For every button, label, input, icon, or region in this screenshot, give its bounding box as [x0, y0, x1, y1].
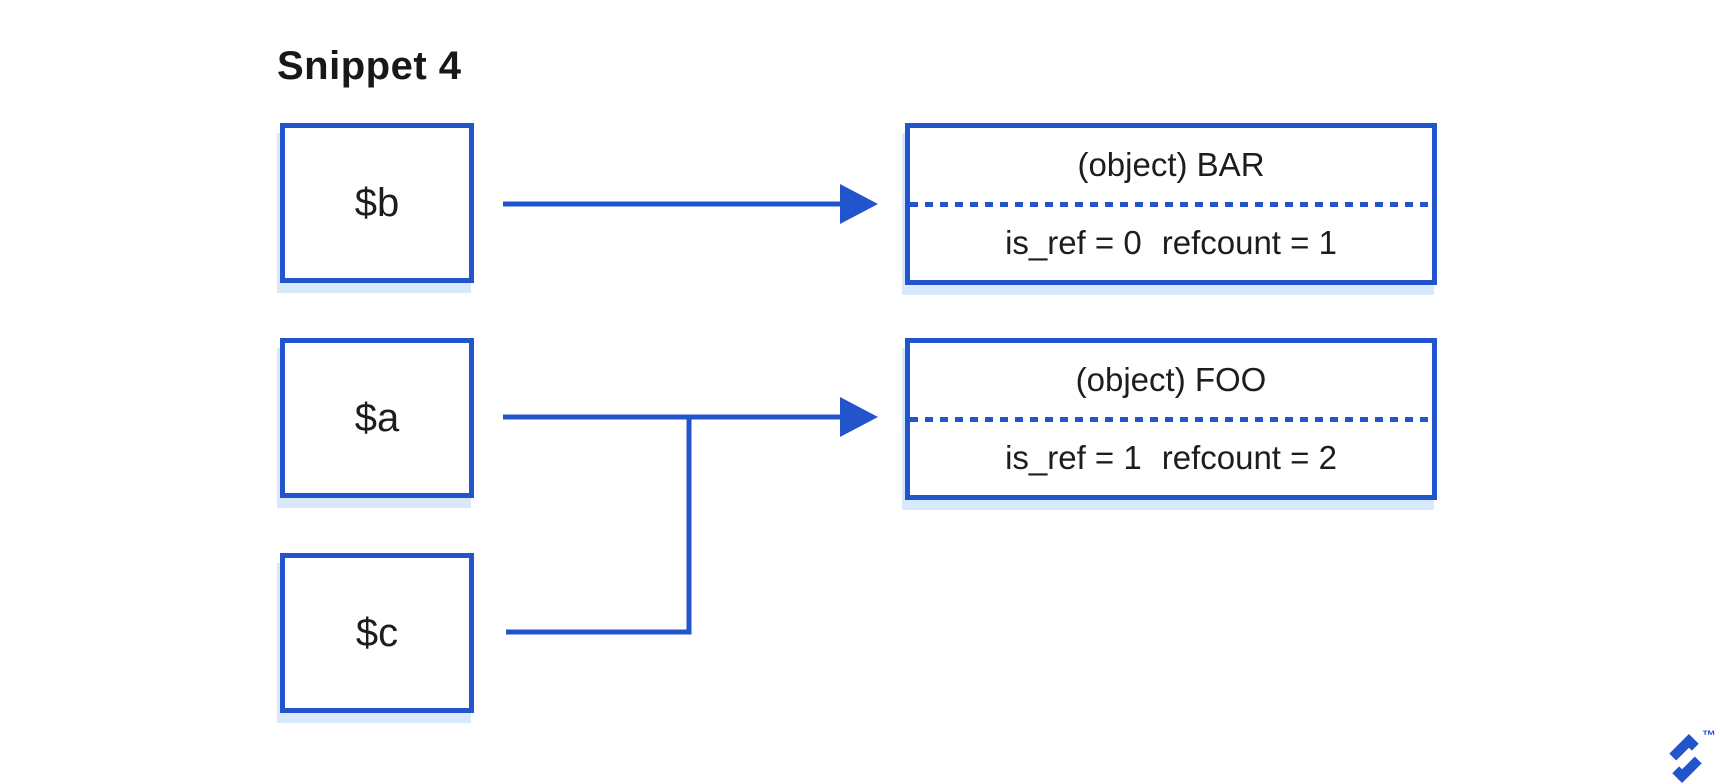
var-box-a: $a [280, 338, 474, 498]
object-title-foo: (object) FOO [1075, 360, 1267, 398]
object-fields-bar: is_ref = 0 refcount = 1 [910, 207, 1432, 281]
var-box-b: $b [280, 123, 474, 283]
object-title-bar: (object) BAR [1077, 145, 1265, 183]
var-label-c: $c [355, 610, 399, 655]
toptal-logo-icon [1669, 733, 1702, 784]
var-label-a: $a [354, 395, 400, 440]
dotted-divider [910, 201, 1432, 207]
object-box-bar: (object) BAR is_ref = 0 refcount = 1 [905, 123, 1437, 285]
trademark-symbol: ™ [1702, 727, 1716, 743]
dotted-divider [910, 416, 1432, 422]
arrow-a-to-foo-line [503, 397, 878, 437]
object-fields-foo: is_ref = 1 refcount = 2 [910, 422, 1432, 496]
refcount-field: refcount = 2 [1161, 439, 1337, 477]
arrowhead-icon [840, 184, 878, 224]
var-box-c: $c [280, 553, 474, 713]
is-ref-field: is_ref = 0 [1005, 224, 1142, 262]
refcount-field: refcount = 1 [1161, 224, 1337, 262]
is-ref-field: is_ref = 1 [1005, 439, 1142, 477]
toptal-logo: ™ [1668, 727, 1720, 784]
page-title: Snippet 4 [277, 44, 462, 88]
arrowhead-icon [840, 397, 878, 437]
object-box-foo: (object) FOO is_ref = 1 refcount = 2 [905, 338, 1437, 500]
var-label-b: $b [354, 180, 400, 225]
connector-c-joins-a-line [506, 415, 692, 635]
arrow-b-to-bar-line [503, 184, 878, 224]
